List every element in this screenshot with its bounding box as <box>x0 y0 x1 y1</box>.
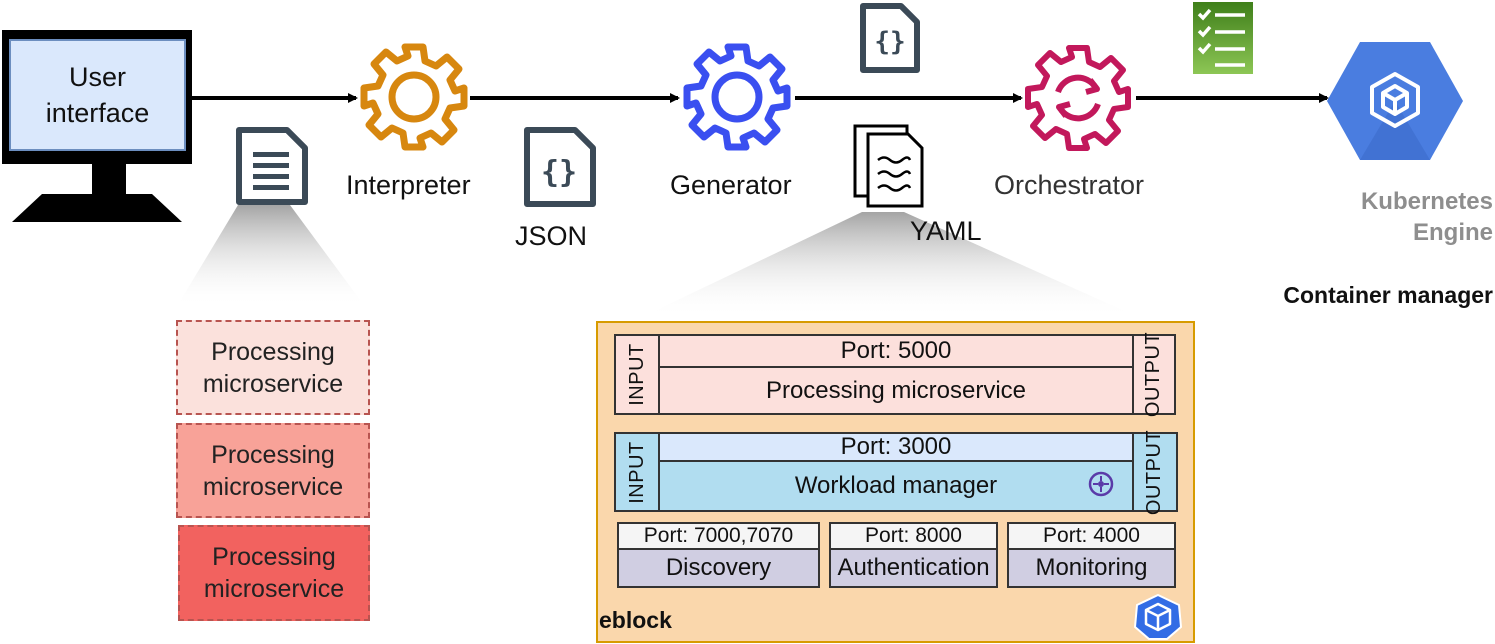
document-zoom-beam <box>176 205 366 308</box>
output-port: OUTPUT <box>1132 429 1178 515</box>
refresh-gear-icon <box>1025 45 1131 151</box>
document-icon <box>236 127 308 205</box>
processing-microservice-1: Processing microservice <box>176 320 370 415</box>
eblock-title: eblock <box>599 607 672 633</box>
output-label: OUTPUT <box>1143 429 1166 515</box>
kubernetes-engine-icon <box>1327 42 1463 160</box>
user-interface-label: User interface <box>9 39 186 151</box>
authentication-port: Port: 8000 <box>829 522 998 550</box>
processing-microservice-label: Processing microservice <box>202 440 344 501</box>
network-icon <box>1088 471 1114 497</box>
workload-manager: Workload manager <box>658 460 1134 512</box>
generator-gear-icon <box>683 43 791 151</box>
authentication-service: Authentication <box>829 548 998 588</box>
svg-text:{}: {} <box>541 155 577 190</box>
yaml-files-icon <box>853 124 924 208</box>
json-label: JSON <box>515 221 588 251</box>
kubernetes-engine-label: Kubernetes Engine <box>1360 188 1493 246</box>
output-label: OUTPUT <box>1142 331 1165 418</box>
checklist-icon <box>1193 2 1253 74</box>
json-file-icon: {} <box>860 3 920 73</box>
json-file-icon: {} <box>524 127 596 207</box>
monitoring-service: Monitoring <box>1007 548 1176 588</box>
output-port: OUTPUT <box>1132 331 1176 418</box>
container-manager-label: Container manager <box>1283 282 1493 308</box>
input-port: INPUT <box>614 432 660 512</box>
processing-microservice-label: Processing microservice <box>203 543 345 603</box>
processing-port: Port: 5000 <box>658 334 1134 368</box>
discovery-port: Port: 7000,7070 <box>617 522 820 550</box>
yaml-zoom-beam <box>640 212 1140 318</box>
interpreter-label: Interpreter <box>346 170 471 200</box>
workload-manager-label: Workload manager <box>794 472 998 499</box>
generator-label: Generator <box>670 170 792 200</box>
monitoring-port: Port: 4000 <box>1007 522 1176 550</box>
discovery-service: Discovery <box>617 548 820 588</box>
interpreter-gear-icon <box>360 43 468 151</box>
kubernetes-cube-icon <box>1133 593 1183 640</box>
svg-text:{}: {} <box>874 27 905 57</box>
workload-port: Port: 3000 <box>658 432 1134 462</box>
input-label: INPUT <box>625 440 648 504</box>
orchestrator-label: Orchestrator <box>994 170 1145 200</box>
input-label: INPUT <box>625 343 648 406</box>
processing-microservice-label: Processing microservice <box>202 337 344 398</box>
processing-microservice: Processing microservice <box>658 366 1134 415</box>
processing-microservice-2: Processing microservice <box>176 423 370 518</box>
input-port: INPUT <box>614 334 660 415</box>
yaml-label: YAML <box>910 216 982 246</box>
processing-microservice-3: Processing microservice <box>178 525 370 621</box>
